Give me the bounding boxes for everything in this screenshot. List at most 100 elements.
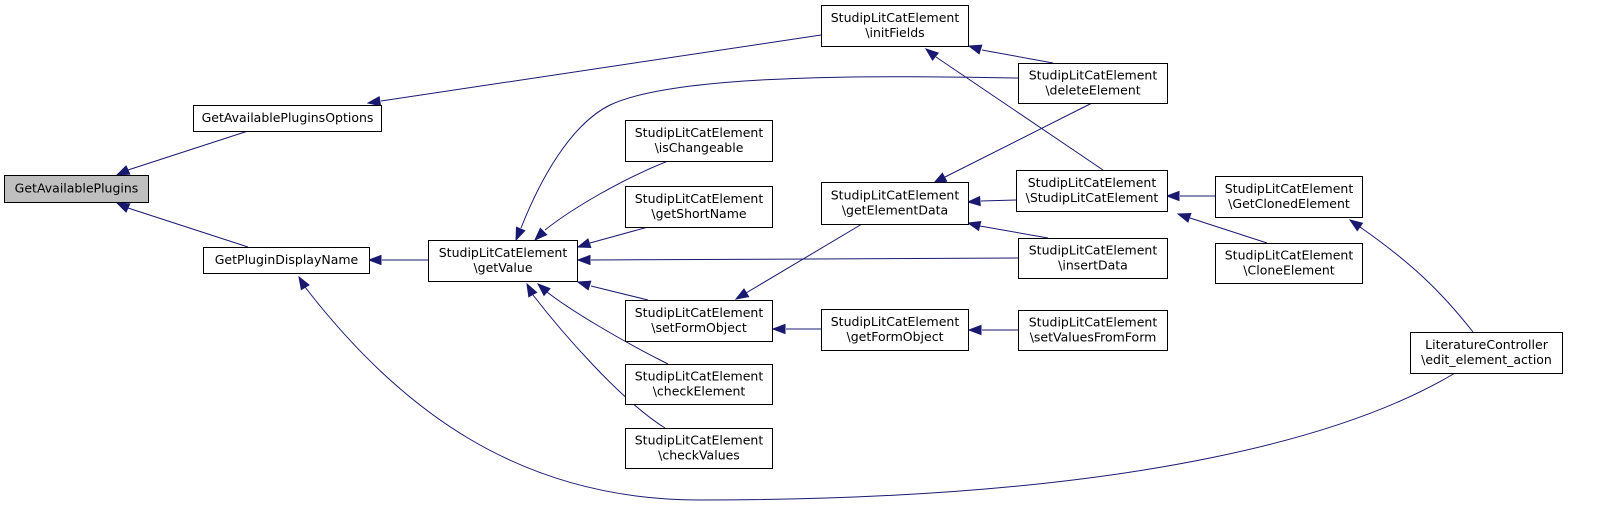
edge-line	[590, 285, 649, 301]
edge-eea-to-gpdn	[298, 275, 1456, 501]
nodes-layer: GetAvailablePlugins GetAvailablePluginsOp…	[4, 5, 1563, 469]
edge-line	[935, 56, 1104, 171]
node-getplugindisplayname[interactable]: GetPluginDisplayName	[203, 247, 370, 274]
edge-svff-to-gfo	[967, 324, 1018, 336]
edge-line	[1359, 226, 1474, 333]
edge-chkv-to-gv	[526, 282, 666, 429]
node-cloneelement[interactable]: StudipLitCatElement\CloneElement	[1215, 243, 1363, 284]
edge-sfo-to-gv	[576, 280, 649, 301]
node-label: StudipLitCatElement	[1028, 175, 1157, 190]
arrowhead-icon	[115, 202, 131, 213]
node-studiplitcatelement[interactable]: StudipLitCatElement\StudipLitCatElement	[1016, 170, 1168, 212]
node-label: StudipLitCatElement	[1225, 181, 1354, 196]
node-insertdata[interactable]: StudipLitCatElement\insertData	[1018, 238, 1168, 279]
node-box	[625, 300, 773, 342]
edge-id-to-gv	[576, 254, 1019, 266]
edge-slce-to-if	[924, 48, 1104, 171]
edge-gpdn-to-gap	[115, 202, 249, 248]
node-checkelement[interactable]: StudipLitCatElement\checkElement	[625, 364, 773, 405]
arrowhead-icon	[367, 254, 382, 266]
edge-de-to-if	[967, 44, 1054, 64]
node-label: \StudipLitCatElement	[1026, 190, 1159, 205]
node-setformobject[interactable]: StudipLitCatElement\setFormObject	[625, 300, 773, 342]
edges-layer	[115, 34, 1474, 501]
node-deleteelement[interactable]: StudipLitCatElement\deleteElement	[1018, 63, 1168, 104]
node-label: \edit_element_action	[1421, 352, 1552, 367]
node-label: \getShortName	[651, 206, 746, 221]
node-label: StudipLitCatElement	[1225, 248, 1354, 263]
edge-ce-to-slce	[1176, 212, 1268, 244]
arrowhead-icon	[115, 165, 131, 176]
node-box	[428, 240, 578, 282]
node-box	[625, 186, 773, 228]
node-label: \setFormObject	[651, 320, 747, 335]
arrowhead-icon	[515, 226, 526, 242]
node-getformobject[interactable]: StudipLitCatElement\getFormObject	[821, 309, 969, 351]
node-label: GetPluginDisplayName	[215, 252, 359, 267]
node-getavailableplugins[interactable]: GetAvailablePlugins	[4, 175, 149, 203]
arrowhead-icon	[366, 95, 382, 107]
node-label: \deleteElement	[1045, 83, 1140, 98]
node-label: StudipLitCatElement	[635, 369, 764, 384]
node-box	[625, 120, 773, 162]
node-label: \checkValues	[658, 448, 740, 463]
arrowhead-icon	[533, 227, 548, 242]
node-box	[193, 105, 382, 132]
node-box	[821, 5, 969, 47]
node-label: \isChangeable	[655, 140, 744, 155]
node-box	[625, 428, 773, 469]
node-setvaluesfromform[interactable]: StudipLitCatElement\setValuesFromForm	[1018, 310, 1168, 351]
node-initfields[interactable]: StudipLitCatElement\initFields	[821, 5, 969, 47]
node-getvalue[interactable]: StudipLitCatElement\getValue	[428, 240, 578, 282]
node-edit-element-action[interactable]: LiteratureController\edit_element_action	[1410, 332, 1563, 374]
node-label: StudipLitCatElement	[1029, 243, 1158, 258]
node-label: \getElementData	[842, 203, 948, 218]
edge-line	[981, 49, 1054, 64]
edge-eea-to-gce	[1348, 219, 1474, 333]
node-getavailablepluginsoptions[interactable]: GetAvailablePluginsOptions	[193, 105, 382, 132]
edge-line	[520, 76, 1019, 229]
node-label: StudipLitCatElement	[439, 245, 568, 260]
node-box	[4, 175, 149, 203]
edge-chke-to-gv	[536, 283, 669, 365]
node-label: StudipLitCatElement	[831, 188, 960, 203]
node-label: \getFormObject	[847, 329, 944, 344]
arrowhead-icon	[536, 283, 551, 297]
node-box	[1016, 170, 1168, 212]
arrowhead-icon	[967, 44, 983, 55]
arrowhead-icon	[967, 324, 982, 336]
edge-gfo-to-sfo	[771, 323, 821, 335]
node-getshortname[interactable]: StudipLitCatElement\getShortName	[625, 186, 773, 228]
node-box	[1018, 63, 1168, 104]
node-label: LiteratureController	[1425, 337, 1549, 352]
arrowhead-icon	[576, 254, 591, 266]
node-box	[821, 182, 969, 225]
arrowhead-icon	[1165, 190, 1180, 202]
node-getelementdata[interactable]: StudipLitCatElement\getElementData	[821, 182, 969, 225]
node-box	[625, 364, 773, 405]
node-label: \CloneElement	[1243, 263, 1335, 278]
node-getclonedelement[interactable]: StudipLitCatElement\GetClonedElement	[1215, 176, 1363, 218]
edge-gsn-to-gv	[576, 226, 649, 249]
node-box	[1410, 332, 1563, 374]
node-label: \checkElement	[653, 384, 746, 399]
node-label: GetAvailablePluginsOptions	[202, 110, 374, 125]
arrowhead-icon	[734, 288, 750, 300]
node-checkvalues[interactable]: StudipLitCatElement\checkValues	[625, 428, 773, 469]
node-label: StudipLitCatElement	[831, 314, 960, 329]
edge-line	[544, 160, 669, 231]
edge-line	[944, 102, 1093, 178]
node-label: GetAvailablePlugins	[15, 181, 139, 196]
arrowhead-icon	[298, 275, 310, 291]
edge-line	[127, 207, 249, 248]
edge-gv-to-gpdn	[367, 254, 428, 266]
edge-line	[127, 130, 249, 171]
arrowhead-icon	[924, 48, 940, 61]
edge-gce-to-slce	[1165, 190, 1215, 202]
node-label: StudipLitCatElement	[635, 125, 764, 140]
node-ischangeable[interactable]: StudipLitCatElement\isChangeable	[625, 120, 773, 162]
node-box	[1018, 310, 1168, 351]
edge-line	[980, 199, 1017, 202]
node-label: \GetClonedElement	[1228, 196, 1350, 211]
